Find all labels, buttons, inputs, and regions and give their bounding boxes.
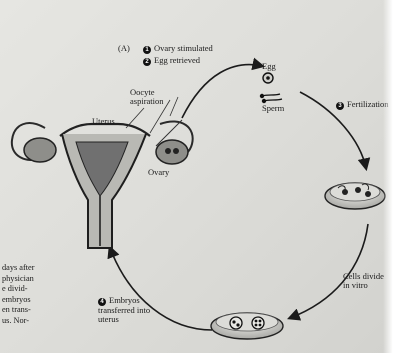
petri-dish-fertilization: [325, 183, 385, 209]
side-text-line: e divid-: [2, 284, 62, 295]
step-2-number: 2: [143, 58, 151, 66]
side-text-line: days after: [2, 263, 62, 274]
left-ovary: [24, 138, 56, 162]
ovary-label: Ovary: [148, 168, 169, 177]
cells-divide-label: Cells divide in vitro: [343, 272, 391, 290]
right-ovary: [156, 140, 188, 164]
side-text-line: en trans-: [2, 305, 62, 316]
cycle-arrow-ovary-to-egg: [182, 65, 262, 118]
sperm-label: Sperm: [262, 104, 284, 113]
petri-dish-embryos: [211, 313, 283, 339]
side-text-line: physician: [2, 274, 62, 285]
panel-label: (A): [118, 44, 130, 53]
side-text-fragment: days after physician e divid- embryos en…: [2, 263, 62, 327]
uterus-label: Uterus: [92, 117, 115, 126]
egg-label: Egg: [262, 62, 276, 71]
side-text-line: embryos: [2, 295, 62, 306]
egg-illustration: [263, 73, 273, 83]
sperm-illustration: [260, 94, 282, 103]
step-3-number: 3: [336, 102, 344, 110]
step-4-label: 4Embryos transferred into uterus: [98, 296, 172, 324]
side-text-line: us. Nor-: [2, 316, 62, 327]
step-1-label: 1Ovary stimulated: [143, 44, 213, 54]
step-3-label: 3Fertilization: [336, 100, 389, 110]
step-1-number: 1: [143, 46, 151, 54]
step-2-label: 2Egg retrieved: [143, 56, 200, 66]
oocyte-aspiration-label: Oocyte aspiration: [130, 88, 178, 106]
